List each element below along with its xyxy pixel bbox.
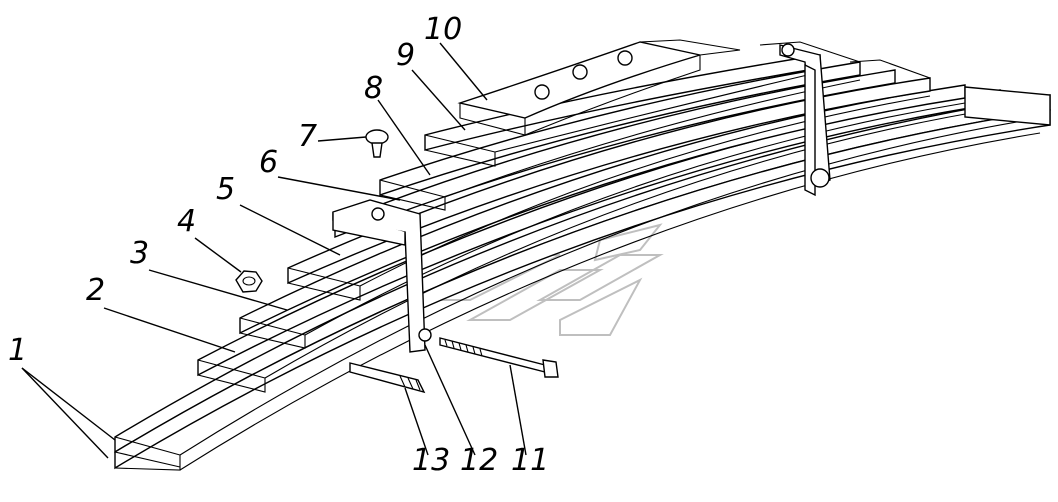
nut-part-4 [235, 270, 263, 293]
spring-leaves [114, 39, 1051, 471]
plate-bolt-head [534, 84, 550, 100]
leaf-8 [379, 61, 861, 196]
callout-13: 13 [412, 443, 450, 478]
right-clamp [779, 43, 831, 197]
watermark-logo [429, 223, 664, 336]
callout-2: 2 [86, 273, 105, 308]
left-clamp [332, 199, 432, 353]
leader-lines [21, 42, 527, 459]
rivet-part-7 [365, 129, 389, 158]
callout-10: 10 [424, 12, 462, 47]
bolt-part-11 [439, 337, 559, 378]
callout-12: 12 [460, 443, 498, 478]
callout-7: 7 [298, 119, 317, 154]
leaf-6 [334, 69, 896, 239]
callout-5: 5 [216, 172, 235, 207]
plate-bolt-head [617, 50, 633, 66]
callout-9: 9 [396, 38, 415, 73]
callout-11: 11 [511, 443, 549, 478]
callout-6: 6 [259, 145, 278, 180]
leaf-5 [287, 77, 931, 285]
callout-3: 3 [130, 236, 149, 271]
callout-labels: 1 2 3 4 5 6 7 8 9 10 11 12 13 [8, 12, 549, 478]
plate-bolt-head [572, 64, 588, 80]
right-leaf-tips [759, 41, 1051, 126]
callout-1: 1 [8, 333, 27, 368]
callout-4: 4 [177, 204, 196, 239]
callout-8: 8 [364, 71, 383, 106]
pin-part-13 [349, 362, 426, 394]
